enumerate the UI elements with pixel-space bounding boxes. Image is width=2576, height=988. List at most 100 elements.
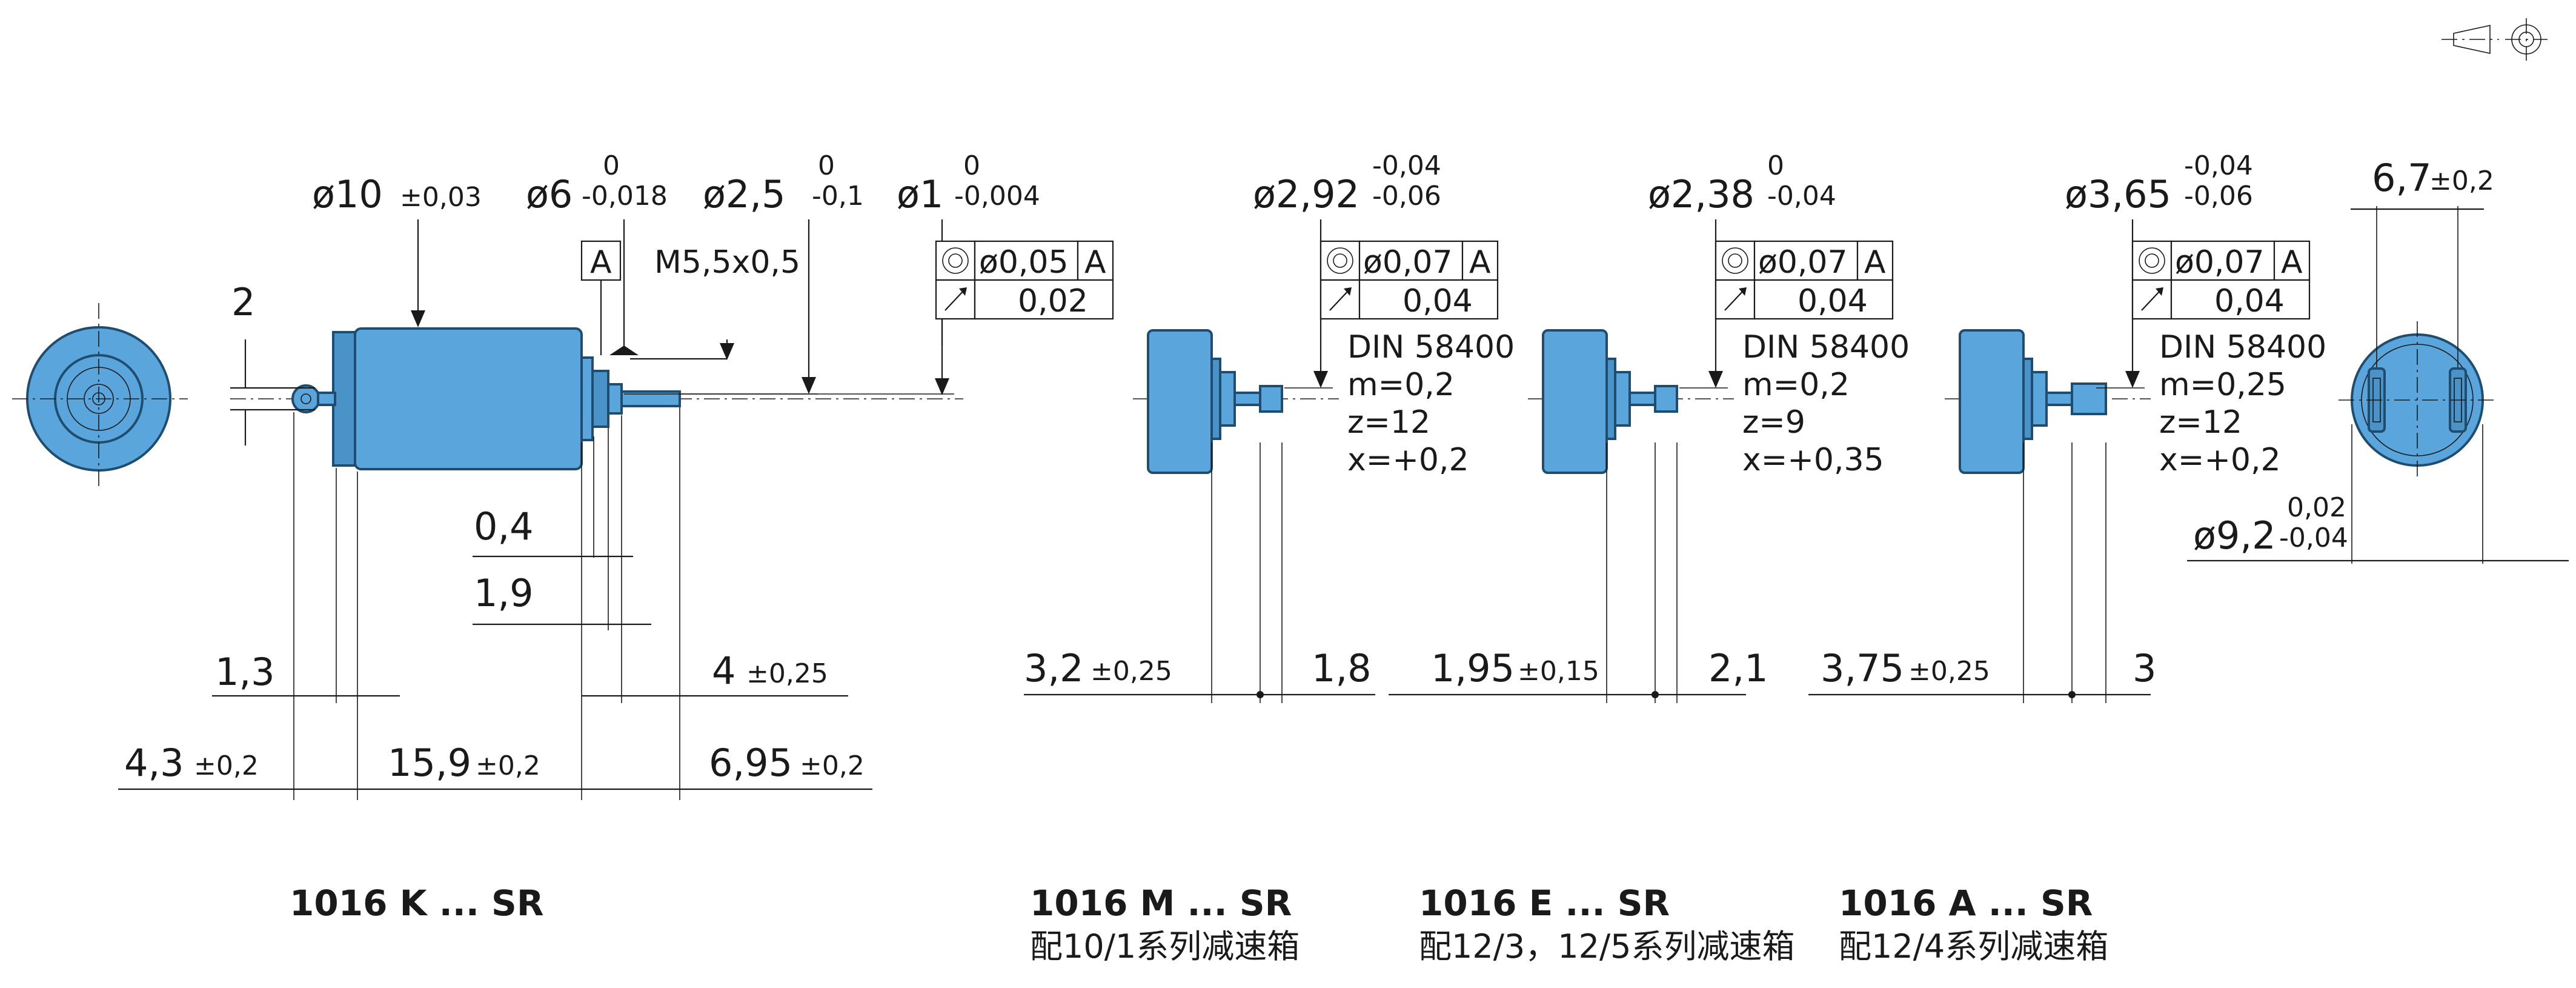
variant-subtitle: 配10/1系列减速箱 xyxy=(1030,927,1300,966)
frame-datum: A xyxy=(2281,244,2303,281)
runout-arrow-icon xyxy=(2141,287,2163,311)
dim-4: 4 ±0,25 xyxy=(582,649,848,697)
gear-spec-line: x=+0,2 xyxy=(2159,442,2281,478)
dim-43-label: 4,3 xyxy=(124,741,184,785)
dim-67-tol: ±0,2 xyxy=(2429,165,2494,196)
dim-phi1: ø1 0 -0,004 xyxy=(680,150,1040,395)
projection-symbol-icon xyxy=(2442,18,2548,61)
dim-bottom-main: 4,3 ±0,2 15,9 ±0,2 6,95 ±0,2 xyxy=(118,741,872,790)
variant-title: 1016 E ... SR xyxy=(1419,883,1670,924)
gear-diameter-upper: 0 xyxy=(1767,150,1784,181)
tolerance-frame-main: ø0,05 A 0,02 xyxy=(935,240,1114,345)
dim-phi1-label: ø1 xyxy=(897,172,943,216)
gear-length: 3,2 xyxy=(1024,646,1084,690)
runout-arrow-icon xyxy=(1329,287,1352,311)
runout-arrow-icon xyxy=(944,287,967,311)
variant-subtitle: 配12/3，12/5系列减速箱 xyxy=(1419,927,1795,966)
concentricity-icon xyxy=(2139,247,2165,274)
dim-phi25-label: ø2,5 xyxy=(703,172,786,216)
datum-a-main: A xyxy=(590,244,612,281)
pinion-gear xyxy=(1654,385,1678,413)
variant-title: 1016 M ... SR xyxy=(1030,883,1292,924)
frame-runout: 0,04 xyxy=(1403,283,1473,319)
gear-diameter: ø2,38 xyxy=(1648,172,1754,216)
bearing-hub xyxy=(2031,371,2048,427)
dim-phi92-upper: 0,02 xyxy=(2287,492,2346,523)
dim-19-label: 1,9 xyxy=(474,571,534,615)
gear-length: 3,75 xyxy=(1821,646,1904,690)
concentricity-icon xyxy=(1722,247,1748,274)
pinion-gear xyxy=(2071,382,2107,415)
gear-spec-line: m=0,2 xyxy=(1347,367,1455,403)
gear-diameter-lower: -0,06 xyxy=(2184,181,2253,212)
frame-value: ø0,07 xyxy=(1758,244,1848,281)
variant-title: 1016 A ... SR xyxy=(1839,883,2093,924)
dim-04-label: 0,4 xyxy=(474,504,534,549)
dim-phi25-lower: -0,1 xyxy=(812,181,864,212)
dim-phi25: ø2,5 0 -0,1 xyxy=(624,150,864,395)
dim-phi10-label: ø10 xyxy=(312,172,383,216)
motor-front-view xyxy=(12,303,188,491)
dim-2: 2 xyxy=(230,280,315,446)
concentricity-icon xyxy=(942,247,969,274)
shaft xyxy=(1628,392,1656,406)
thread-label: M5,5x0,5 xyxy=(654,244,800,281)
frame-main-value: ø0,05 xyxy=(979,244,1069,281)
dim-2-label: 2 xyxy=(231,280,255,324)
dim-phi10-tol: ±0,03 xyxy=(400,182,482,213)
gear-spec-line: m=0,2 xyxy=(1742,367,1850,403)
dim-phi6-lower: -0,018 xyxy=(582,181,668,212)
gear-spec-line: z=9 xyxy=(1742,404,1805,441)
bearing xyxy=(1210,358,1221,440)
gear-diameter-lower: -0,04 xyxy=(1767,181,1836,212)
runout-arrow-icon xyxy=(1724,287,1747,311)
gear-length: 1,95 xyxy=(1431,646,1515,690)
gear-diameter-upper: -0,04 xyxy=(2184,150,2253,181)
gear-spec-line: z=12 xyxy=(2159,404,2242,441)
gear-spec-line: DIN 58400 xyxy=(2159,329,2326,365)
motor-body xyxy=(1959,329,2025,474)
motor-side-view xyxy=(230,327,963,470)
dim-phi92-label: ø9,2 xyxy=(2193,513,2276,558)
pinion-gear xyxy=(1259,385,1283,413)
gear-spec-line: x=+0,2 xyxy=(1347,442,1469,478)
dim-67-label: 6,7 xyxy=(2372,156,2432,200)
frame-value: ø0,07 xyxy=(2175,244,2265,281)
main-model-title: 1016 K ... SR xyxy=(290,883,543,924)
bearing-hub xyxy=(1219,371,1236,427)
dim-phi92-lower: -0,04 xyxy=(2279,522,2348,553)
gear-diameter-lower: -0,06 xyxy=(1372,181,1441,212)
motor-rear-view: 6,7 ±0,2 ø9,2 0,02 -0,04 xyxy=(2187,156,2569,564)
gear-spec-line: DIN 58400 xyxy=(1742,329,1910,365)
gear-diameter: ø2,92 xyxy=(1253,172,1359,216)
gear-length-tol: ±0,25 xyxy=(1090,656,1172,687)
dim-19: 1,9 xyxy=(473,571,651,626)
dim-phi1-lower: -0,004 xyxy=(954,181,1040,212)
shaft xyxy=(1233,392,1261,406)
frame-runout: 0,04 xyxy=(2214,283,2285,319)
concentricity-icon xyxy=(1327,247,1353,274)
gear-spec-line: x=+0,35 xyxy=(1742,442,1884,478)
dim-04: 0,4 xyxy=(473,504,633,558)
frame-datum: A xyxy=(1469,244,1491,281)
bearing xyxy=(1605,358,1616,440)
gear-diameter-upper: -0,04 xyxy=(1372,150,1441,181)
dim-695-tol: ±0,2 xyxy=(800,750,865,781)
dim-phi6-upper: 0 xyxy=(603,150,620,181)
main-extension-lines xyxy=(293,407,680,800)
frame-main-runout: 0,02 xyxy=(1018,283,1088,319)
gear-spec-line: m=0,25 xyxy=(2159,367,2286,403)
dim-13: 1,3 xyxy=(212,650,400,697)
dim-phi25-upper: 0 xyxy=(818,150,835,181)
dim-phi1-upper: 0 xyxy=(963,150,980,181)
gear-length-tol: ±0,15 xyxy=(1518,656,1599,687)
gear-extra: 1,8 xyxy=(1312,646,1372,690)
dim-4-tol: ±0,25 xyxy=(746,658,828,689)
dim-43-tol: ±0,2 xyxy=(194,750,259,781)
gear-spec-line: z=12 xyxy=(1347,404,1430,441)
